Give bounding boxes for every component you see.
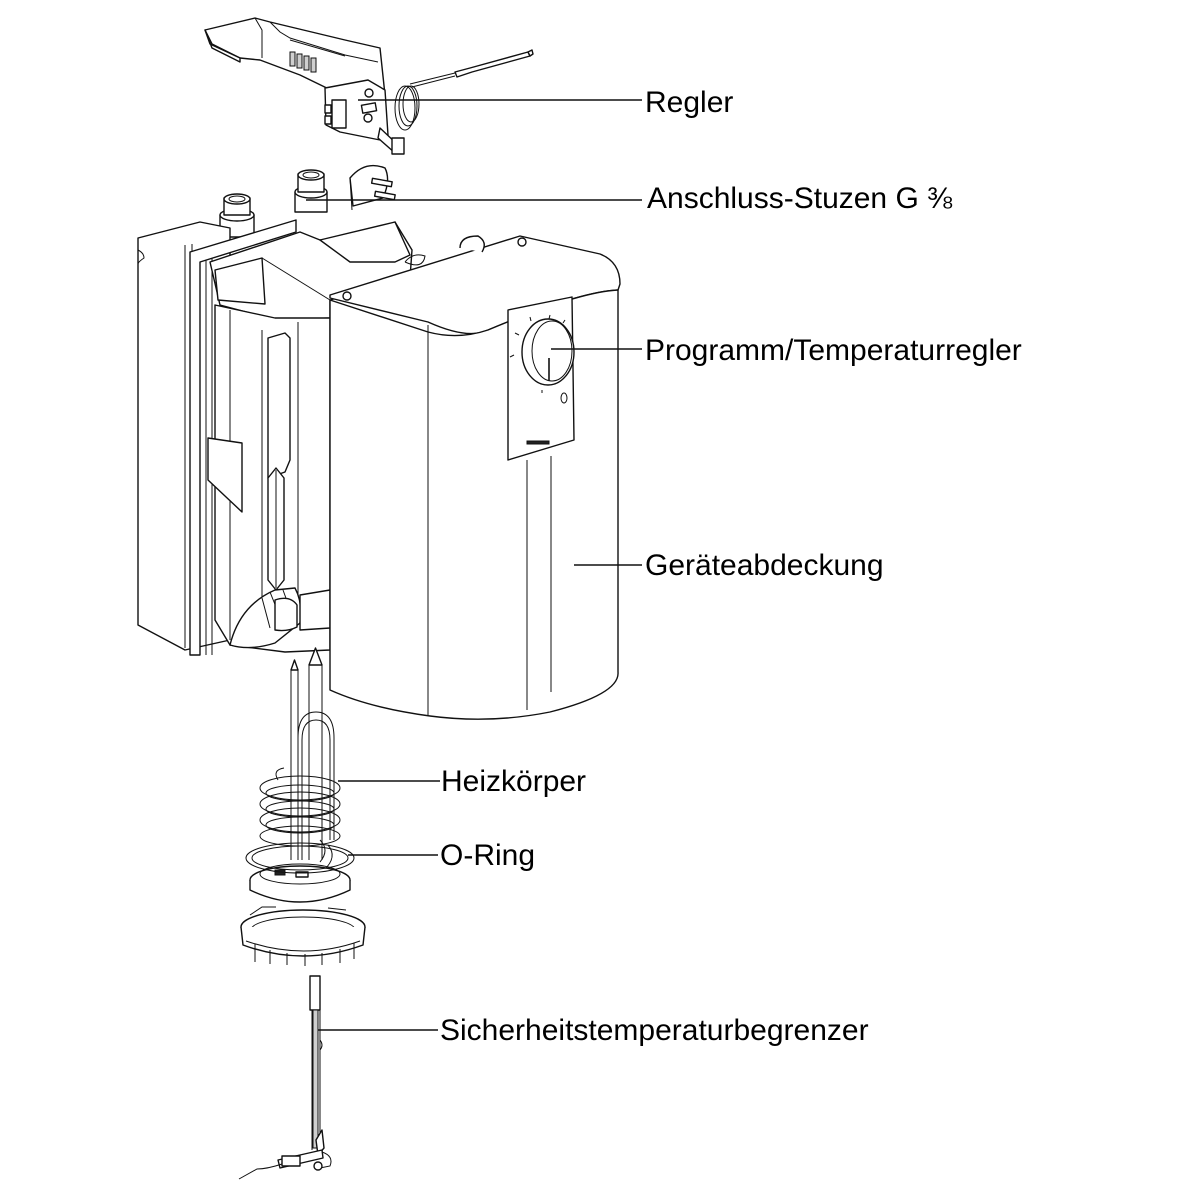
nozzle-right: [294, 169, 328, 213]
label-stb: Sicherheitstemperaturbegrenzer: [440, 1014, 869, 1047]
label-regler: Regler: [645, 86, 734, 119]
dial-scale: [509, 314, 566, 393]
label-anschluss: Anschluss-Stuzen G ⅜: [647, 182, 953, 215]
label-heizkoerper: Heizkörper: [441, 765, 587, 798]
o-ring-part: [245, 842, 355, 874]
label-oring: O-Ring: [440, 839, 536, 872]
geraeteabdeckung-part: [329, 235, 621, 720]
indicator-led: [560, 392, 568, 404]
label-abdeckung: Geräteabdeckung: [645, 549, 884, 582]
tank-body: [137, 219, 413, 656]
temperature-knob[interactable]: [521, 318, 575, 386]
sicherheitstemperaturbegrenzer-part: [238, 975, 332, 1180]
anschluss-part: [219, 164, 396, 238]
threaded-ring: [240, 906, 366, 966]
regler-part: [204, 17, 534, 155]
brand-logo: [526, 440, 550, 445]
label-programm: Programm/Temperaturregler: [645, 334, 1022, 367]
